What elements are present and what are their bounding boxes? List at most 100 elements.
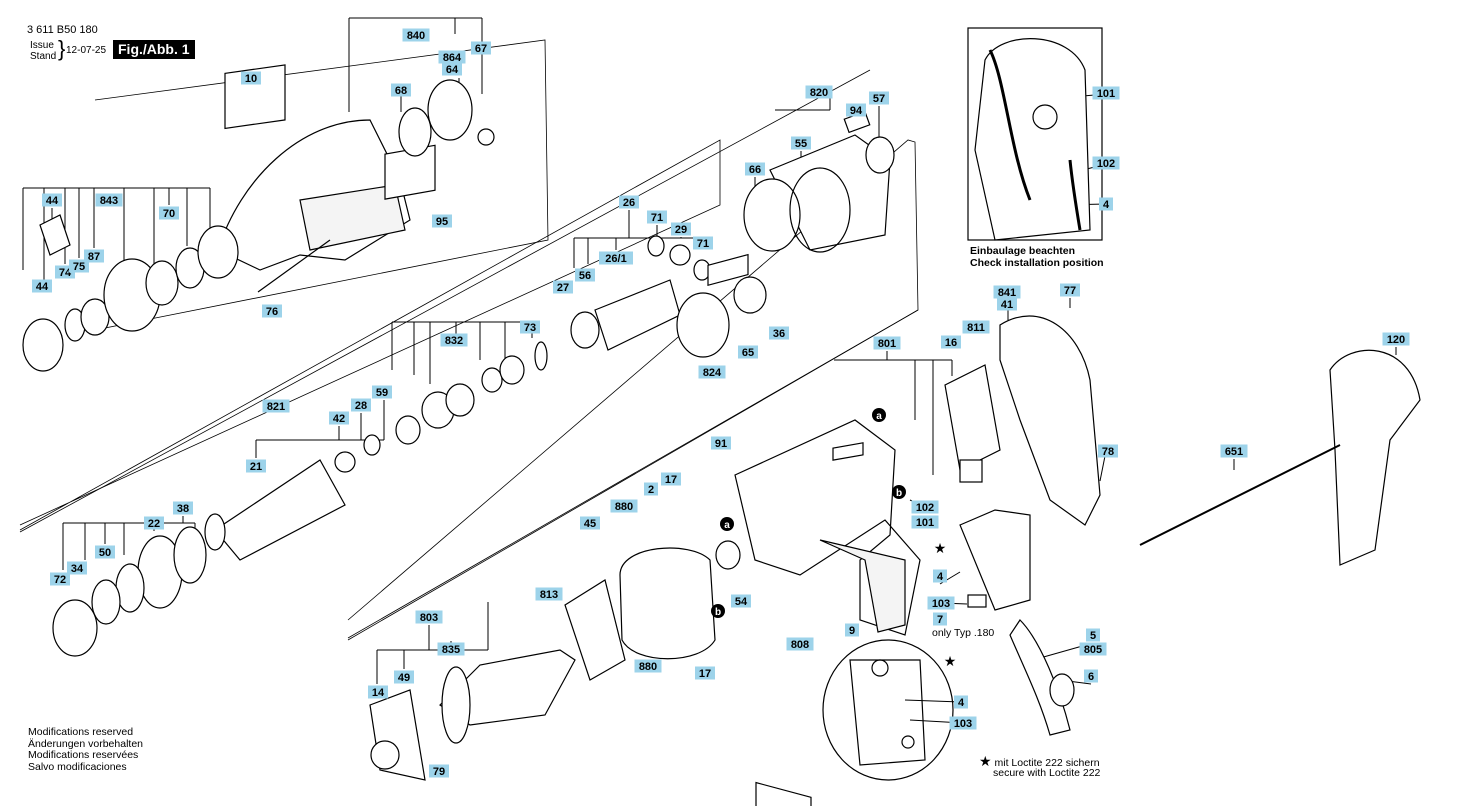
part-label-75: 75 bbox=[69, 259, 89, 273]
part-label-64: 64 bbox=[442, 62, 462, 76]
svg-text:2: 2 bbox=[648, 484, 654, 496]
svg-text:72: 72 bbox=[54, 574, 66, 586]
part-label-55: 55 bbox=[791, 136, 811, 150]
part-label-21: 21 bbox=[246, 459, 266, 473]
svg-text:22: 22 bbox=[148, 518, 160, 530]
svg-text:5: 5 bbox=[1090, 630, 1096, 642]
part-label-14: 14 bbox=[368, 685, 388, 699]
svg-text:54: 54 bbox=[735, 596, 748, 608]
svg-text:801: 801 bbox=[878, 338, 896, 350]
part-label-94: 94 bbox=[846, 103, 866, 117]
svg-text:36: 36 bbox=[773, 328, 785, 340]
part-drawings bbox=[22, 27, 1421, 806]
part-label-45: 45 bbox=[580, 516, 600, 530]
part-label-801: 801 bbox=[873, 336, 901, 350]
installation-note-de: Einbaulage beachten bbox=[970, 245, 1076, 257]
svg-text:101: 101 bbox=[1097, 88, 1115, 100]
part-label-102b: 102 bbox=[911, 500, 939, 514]
part-label-27: 27 bbox=[553, 280, 573, 294]
svg-text:75: 75 bbox=[73, 261, 85, 273]
part-label-34: 34 bbox=[67, 561, 87, 575]
part-label-17b: 17 bbox=[695, 666, 715, 680]
part-label-59: 59 bbox=[372, 385, 392, 399]
svg-text:b: b bbox=[715, 607, 721, 618]
part-label-66: 66 bbox=[745, 162, 765, 176]
part-label-5: 5 bbox=[1086, 628, 1100, 642]
marker-b1: b bbox=[892, 485, 906, 499]
part-label-651: 651 bbox=[1220, 444, 1248, 458]
svg-text:57: 57 bbox=[873, 93, 885, 105]
figure-label: Fig./Abb. 1 bbox=[113, 40, 195, 59]
brace-glyph: } bbox=[58, 36, 66, 61]
svg-text:808: 808 bbox=[791, 639, 809, 651]
part-label-22: 22 bbox=[144, 516, 164, 530]
svg-text:45: 45 bbox=[584, 518, 596, 530]
part-label-843: 843 bbox=[95, 193, 123, 207]
part-label-811: 811 bbox=[962, 320, 990, 334]
part-label-6: 6 bbox=[1084, 669, 1098, 683]
part-label-821: 821 bbox=[262, 399, 290, 413]
svg-text:28: 28 bbox=[355, 400, 367, 412]
svg-text:120: 120 bbox=[1387, 334, 1405, 346]
svg-text:42: 42 bbox=[333, 413, 345, 425]
svg-text:44: 44 bbox=[36, 281, 49, 293]
part-label-50: 50 bbox=[95, 545, 115, 559]
part-label-26: 26 bbox=[619, 195, 639, 209]
part-label-57: 57 bbox=[869, 91, 889, 105]
svg-text:17: 17 bbox=[665, 474, 677, 486]
svg-text:880: 880 bbox=[615, 501, 633, 513]
svg-text:27: 27 bbox=[557, 282, 569, 294]
modifications-line-fr: Modifications reservées bbox=[28, 749, 139, 761]
part-label-103a: 103 bbox=[927, 596, 955, 610]
part-label-101a: 101 bbox=[1092, 86, 1120, 100]
part-label-4c: 4 bbox=[954, 695, 968, 709]
svg-text:91: 91 bbox=[715, 438, 727, 450]
svg-text:71: 71 bbox=[697, 238, 709, 250]
part-label-42: 42 bbox=[329, 411, 349, 425]
issue-date: 12-07-25 bbox=[66, 45, 107, 56]
marker-a2: a bbox=[720, 517, 734, 531]
part-label-91: 91 bbox=[711, 436, 731, 450]
svg-text:77: 77 bbox=[1064, 285, 1076, 297]
svg-text:841: 841 bbox=[998, 287, 1016, 299]
part-label-67: 67 bbox=[471, 41, 491, 55]
svg-text:44: 44 bbox=[46, 195, 59, 207]
svg-text:102: 102 bbox=[916, 502, 934, 514]
svg-text:78: 78 bbox=[1102, 446, 1114, 458]
part-label-44a: 44 bbox=[42, 193, 62, 207]
part-label-16: 16 bbox=[941, 335, 961, 349]
svg-text:651: 651 bbox=[1225, 446, 1243, 458]
part-label-49: 49 bbox=[394, 670, 414, 684]
part-label-71a: 71 bbox=[647, 210, 667, 224]
svg-text:68: 68 bbox=[395, 85, 407, 97]
stand-text: Stand bbox=[30, 51, 57, 62]
svg-text:38: 38 bbox=[177, 503, 189, 515]
svg-text:14: 14 bbox=[372, 687, 385, 699]
star-mark-2: ★ bbox=[944, 654, 957, 670]
star-symbol: ★ bbox=[979, 753, 992, 769]
svg-text:840: 840 bbox=[407, 30, 425, 42]
svg-text:87: 87 bbox=[88, 251, 100, 263]
part-label-840: 840 bbox=[402, 28, 430, 42]
svg-text:71: 71 bbox=[651, 212, 663, 224]
part-label-4a: 4 bbox=[1099, 197, 1113, 211]
svg-text:21: 21 bbox=[250, 461, 262, 473]
svg-text:4: 4 bbox=[937, 571, 944, 583]
part-label-102a: 102 bbox=[1092, 156, 1120, 170]
part-label-17a: 17 bbox=[661, 472, 681, 486]
part-label-820: 820 bbox=[805, 85, 833, 99]
svg-text:101: 101 bbox=[916, 517, 934, 529]
svg-text:17: 17 bbox=[699, 668, 711, 680]
part-label-4b: 4 bbox=[933, 569, 947, 583]
issue-text: Issue bbox=[30, 40, 54, 51]
part-label-7: 7 bbox=[933, 612, 947, 626]
modifications-line-en: Modifications reserved bbox=[28, 726, 134, 738]
part-label-841: 841 bbox=[993, 285, 1021, 299]
svg-text:843: 843 bbox=[100, 195, 118, 207]
part-label-9: 9 bbox=[845, 623, 859, 637]
svg-text:94: 94 bbox=[850, 105, 863, 117]
part-label-68: 68 bbox=[391, 83, 411, 97]
svg-text:65: 65 bbox=[742, 347, 754, 359]
part-label-26_1: 26/1 bbox=[599, 251, 633, 265]
